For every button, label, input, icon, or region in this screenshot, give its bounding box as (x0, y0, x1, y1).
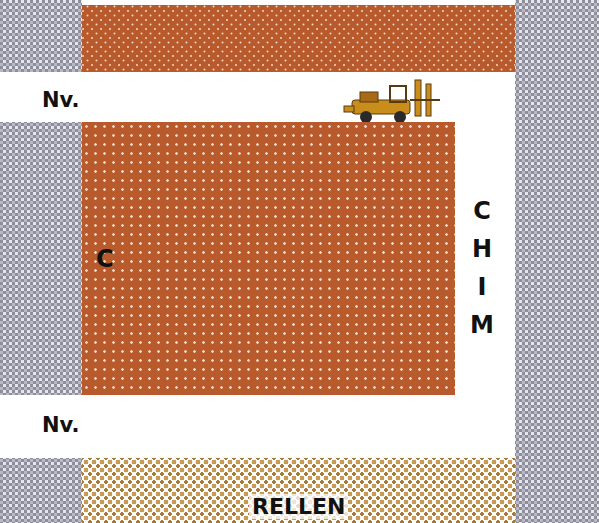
chimney-label: CHIM (470, 192, 494, 344)
rock-wall (0, 0, 82, 72)
rock-wall (515, 0, 599, 523)
fill-label: RELLEN (249, 494, 348, 519)
fill-band: RELLEN (82, 458, 515, 523)
rock-wall (0, 458, 82, 523)
level-label: Nv. (42, 413, 80, 437)
block-letter: C (96, 245, 114, 273)
ore-block: C (82, 122, 455, 395)
ore-band (82, 5, 515, 72)
level-label: Nv. (42, 88, 80, 112)
drill-rig (344, 80, 440, 123)
rock-wall (0, 122, 82, 395)
